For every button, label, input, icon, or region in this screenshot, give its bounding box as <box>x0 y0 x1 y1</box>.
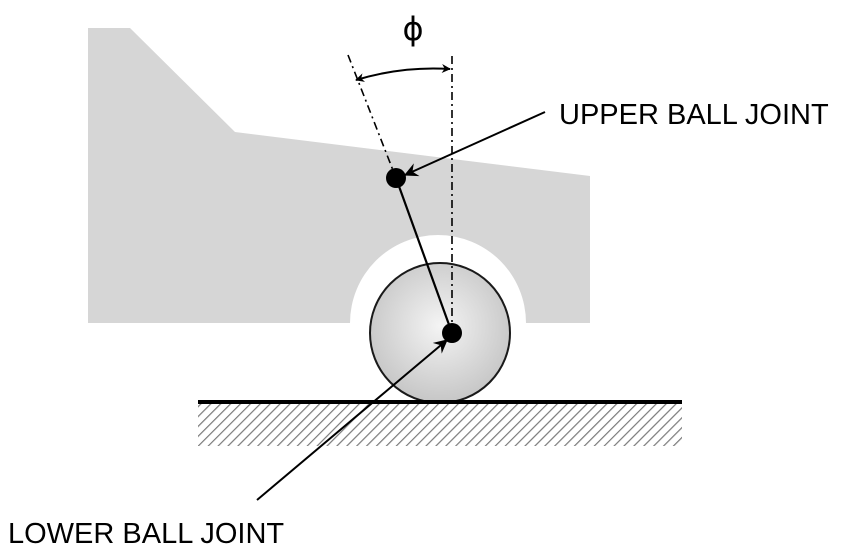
lower-ball-joint-leader <box>256 339 448 501</box>
wheel <box>369 262 511 404</box>
steering-axis <box>394 177 454 334</box>
lower-ball-joint-dot <box>442 323 462 343</box>
ground-hatch <box>198 404 682 446</box>
vehicle-body-silhouette <box>88 28 590 323</box>
angle-arc <box>355 64 451 82</box>
upper-ball-joint-dot <box>386 168 406 188</box>
angle-symbol-label: ϕ <box>402 10 423 48</box>
upper-ball-joint-leader <box>403 111 546 177</box>
upper-ball-joint-label: UPPER BALL JOINT <box>559 99 829 131</box>
lower-ball-joint-label: LOWER BALL JOINT <box>8 518 284 550</box>
